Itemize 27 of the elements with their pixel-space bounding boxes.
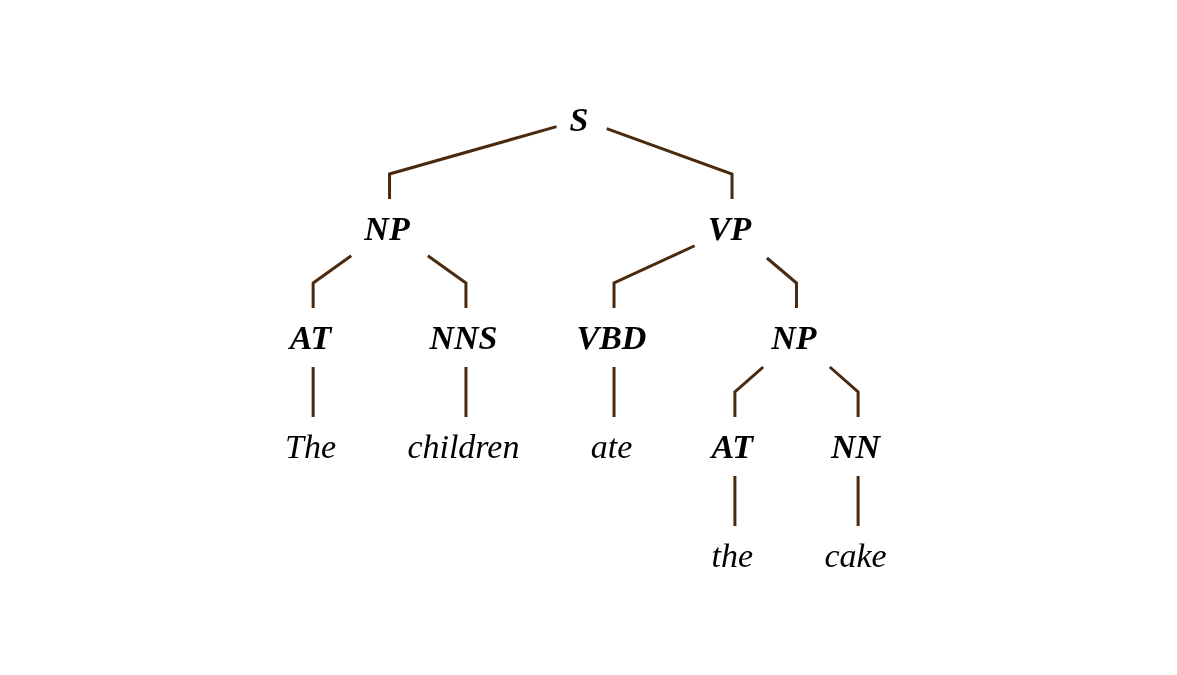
node-text: The <box>285 428 337 465</box>
node-text: ate <box>590 428 633 465</box>
node-text: children <box>407 428 520 465</box>
connector <box>311 367 315 417</box>
connector <box>427 254 468 308</box>
node-text: NP <box>364 210 410 247</box>
node-text: NNS <box>429 319 498 356</box>
connector <box>612 244 696 308</box>
connector <box>464 367 468 417</box>
node-text: NP <box>771 319 817 356</box>
connector <box>733 365 765 417</box>
node-text: cake <box>824 537 887 574</box>
node-text: NN <box>831 428 881 465</box>
node-text: VP <box>707 210 752 247</box>
node-text: the <box>711 537 754 574</box>
node-text: S <box>569 101 589 138</box>
connector <box>828 365 860 417</box>
connector <box>612 367 616 417</box>
node-text: AT <box>289 319 332 356</box>
connector <box>311 254 353 308</box>
node-text: AT <box>711 428 754 465</box>
connector <box>766 256 799 308</box>
connector <box>388 125 557 199</box>
node-text: VBD <box>576 319 647 356</box>
connector <box>606 127 734 199</box>
connector <box>856 476 860 526</box>
connector <box>733 476 737 526</box>
